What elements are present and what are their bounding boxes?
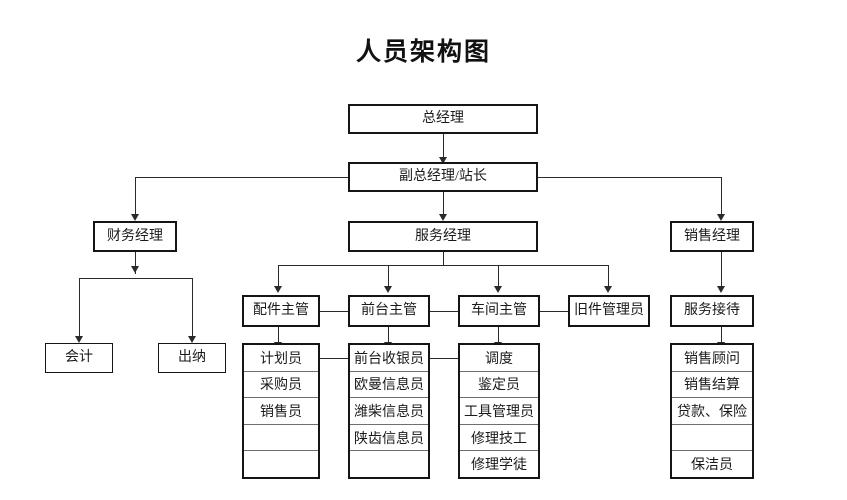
connector-frontdesk-col-to-workshop-col (430, 358, 458, 359)
arrow-service-to-parts (273, 286, 282, 293)
list-item[interactable]: 保洁员 (691, 458, 733, 474)
node-cashier-label: 出纳 (178, 350, 206, 365)
arrow-gm-to-deputy (438, 157, 447, 164)
node-workshop-supervisor[interactable]: 车间主管 (458, 295, 540, 327)
list-item[interactable]: 修理学徒 (471, 458, 527, 474)
arrow-finance-to-cashier (187, 336, 196, 343)
node-deputy-manager-label: 副总经理/站长 (399, 169, 487, 184)
node-workshop-supervisor-label: 车间主管 (471, 303, 527, 318)
arrow-sales-to-reception (716, 286, 725, 293)
connector-deputy-to-sales (721, 177, 722, 216)
connector-deputy-to-service (443, 192, 444, 216)
connector-service-to-oldparts (608, 265, 609, 287)
list-item[interactable]: 销售顾问 (672, 345, 752, 372)
list-item[interactable]: 调度 (460, 345, 538, 372)
node-general-manager-label: 总经理 (422, 111, 464, 126)
node-sales-manager-label: 销售经理 (684, 228, 740, 244)
column-parts-staff: 计划员 采购员 销售员 (242, 343, 320, 479)
connector-service-bus (278, 265, 608, 266)
node-accountant[interactable]: 会计 (45, 343, 113, 373)
list-item[interactable]: 潍柴信息员 (350, 398, 428, 425)
list-item[interactable] (672, 425, 752, 452)
list-item[interactable]: 鉴定员 (460, 372, 538, 399)
node-accountant-label: 会计 (65, 350, 93, 365)
arrow-deputy-to-service (438, 214, 447, 221)
connector-workshop-to-oldparts (540, 311, 568, 312)
node-parts-supervisor-label: 配件主管 (253, 303, 309, 318)
connector-sales-to-reception (721, 252, 722, 286)
node-service-reception[interactable]: 服务接待 (670, 295, 754, 327)
list-item[interactable] (244, 451, 318, 477)
connector-reception-to-column (721, 327, 722, 343)
connector-deputy-bus-right (538, 177, 721, 178)
node-deputy-manager[interactable]: 副总经理/站长 (348, 162, 538, 192)
node-frontdesk-supervisor[interactable]: 前台主管 (348, 295, 430, 327)
column-frontdesk-staff: 前台收银员 欧曼信息员 潍柴信息员 陕齿信息员 (348, 343, 430, 479)
node-finance-manager-label: 财务经理 (107, 228, 163, 244)
connector-deputy-bus-left (135, 177, 348, 178)
node-oldparts-keeper-label: 旧件管理员 (574, 303, 644, 318)
arrow-service-to-workshop (493, 286, 502, 293)
connector-parts-to-column (278, 327, 279, 343)
list-item[interactable] (350, 451, 428, 477)
list-item[interactable]: 销售结算 (672, 372, 752, 399)
list-item[interactable]: 采购员 (244, 372, 318, 399)
arrow-service-to-frontdesk (383, 286, 392, 293)
column-sales-staff: 销售顾问 销售结算 贷款、保险 保洁员 (670, 343, 754, 479)
connector-service-to-parts (278, 265, 279, 287)
list-item[interactable]: 计划员 (244, 345, 318, 372)
connector-finance-to-cashier (192, 278, 193, 338)
arrow-finance-drop (130, 266, 139, 273)
arrow-finance-to-accountant (74, 336, 83, 343)
list-item[interactable] (244, 425, 318, 452)
node-finance-manager[interactable]: 财务经理 (93, 221, 177, 252)
connector-frontdesk-to-workshop (430, 311, 458, 312)
connector-gm-to-deputy (443, 134, 444, 159)
list-item[interactable]: 贷款、保险 (672, 398, 752, 425)
list-item[interactable]: 前台收银员 (350, 345, 428, 372)
node-service-manager[interactable]: 服务经理 (348, 221, 538, 252)
connector-service-to-workshop (498, 265, 499, 287)
node-oldparts-keeper[interactable]: 旧件管理员 (568, 295, 650, 327)
connector-finance-to-accountant (79, 278, 80, 338)
column-workshop-staff: 调度 鉴定员 工具管理员 修理技工 修理学徒 (458, 343, 540, 479)
connector-finance-bus (79, 278, 192, 279)
node-parts-supervisor[interactable]: 配件主管 (242, 295, 320, 327)
list-item[interactable]: 工具管理员 (460, 398, 538, 425)
node-sales-manager[interactable]: 销售经理 (670, 221, 754, 252)
list-item[interactable]: 修理技工 (460, 425, 538, 452)
arrow-service-to-oldparts (603, 286, 612, 293)
connector-service-to-frontdesk (388, 265, 389, 287)
connector-service-drop (443, 252, 444, 266)
page-title: 人员架构图 (355, 38, 491, 66)
arrow-deputy-to-finance (130, 214, 139, 221)
connector-deputy-to-finance (135, 177, 136, 216)
connector-parts-to-frontdesk (320, 311, 348, 312)
connector-frontdesk-to-column (388, 327, 389, 343)
connector-finance-drop (135, 252, 136, 274)
list-item[interactable]: 欧曼信息员 (350, 372, 428, 399)
node-service-manager-label: 服务经理 (415, 228, 471, 244)
list-item[interactable]: 陕齿信息员 (350, 425, 428, 452)
list-item[interactable]: 销售员 (244, 398, 318, 425)
connector-workshop-to-column (498, 327, 499, 343)
node-frontdesk-supervisor-label: 前台主管 (361, 303, 417, 318)
arrow-deputy-to-sales (716, 214, 725, 221)
node-cashier[interactable]: 出纳 (158, 343, 226, 373)
node-general-manager[interactable]: 总经理 (348, 104, 538, 134)
connector-parts-col-to-frontdesk-col (320, 358, 348, 359)
node-service-reception-label: 服务接待 (684, 303, 740, 318)
